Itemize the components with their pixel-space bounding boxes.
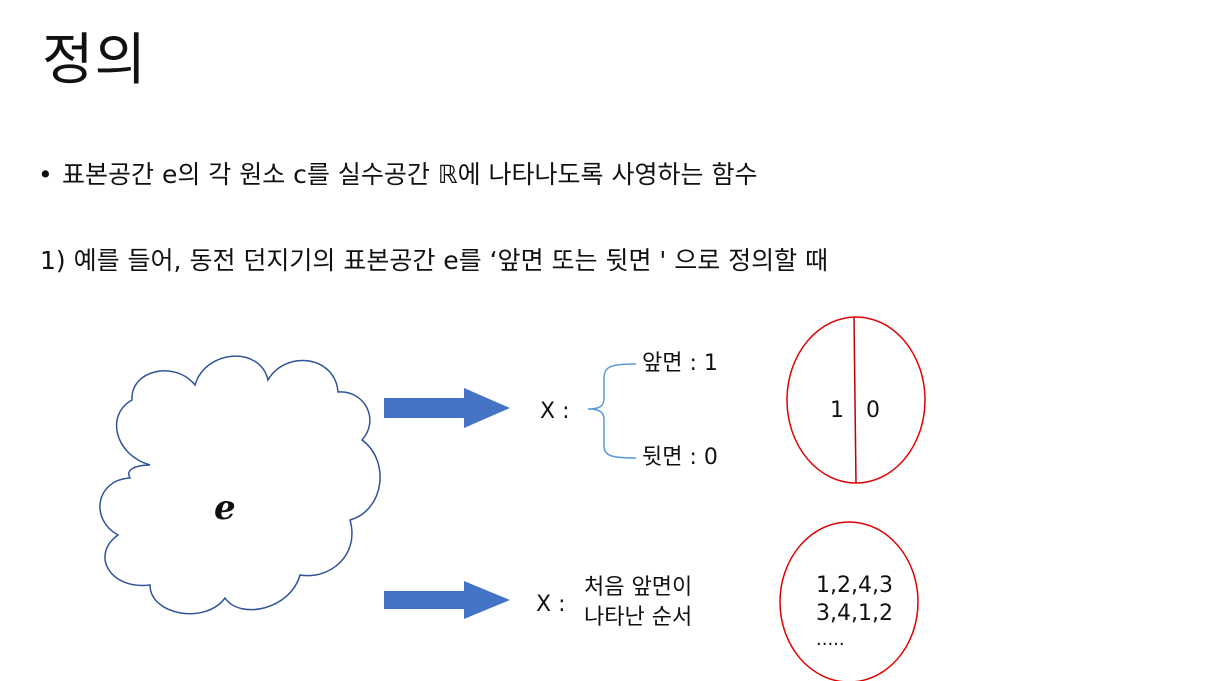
- bullet-text: 표본공간 e의 각 원소 c를 실수공간 ℝ에 나타나도록 사영하는 함수: [62, 160, 758, 189]
- cloud-shape: [99, 355, 381, 615]
- mapping2-desc-line1: 처음 앞면이: [584, 575, 693, 600]
- mapping2-x-label: X :: [536, 592, 566, 617]
- arrow-2: [384, 581, 510, 619]
- cloud-label: e: [214, 488, 236, 528]
- ellipse-value-left: 1: [830, 398, 844, 423]
- mapping1-front: 앞면 : 1: [642, 351, 718, 376]
- ellipse-value-right: 0: [866, 398, 880, 423]
- example-line: 1) 예를 들어, 동전 던지기의 표본공간 e를 ‘앞면 또는 뒷면 ' 으로…: [40, 246, 829, 275]
- ellipse-order: [779, 521, 919, 681]
- arrow-1: [384, 388, 510, 428]
- order-value-ellipsis: .....: [816, 629, 845, 650]
- curly-brace: [587, 363, 637, 459]
- mapping1-back: 뒷면 : 0: [642, 445, 718, 470]
- bullet-line: • 표본공간 e의 각 원소 c를 실수공간 ℝ에 나타나도록 사영하는 함수: [38, 158, 757, 192]
- mapping2-desc-line2: 나타난 순서: [584, 605, 693, 630]
- page-title: 정의: [42, 28, 148, 93]
- mapping1-x-label: X :: [540, 399, 570, 424]
- ellipse-divider: [853, 316, 857, 484]
- order-value-2: 3,4,1,2: [816, 601, 893, 626]
- bullet-marker: •: [38, 160, 53, 189]
- order-value-1: 1,2,4,3: [816, 573, 893, 598]
